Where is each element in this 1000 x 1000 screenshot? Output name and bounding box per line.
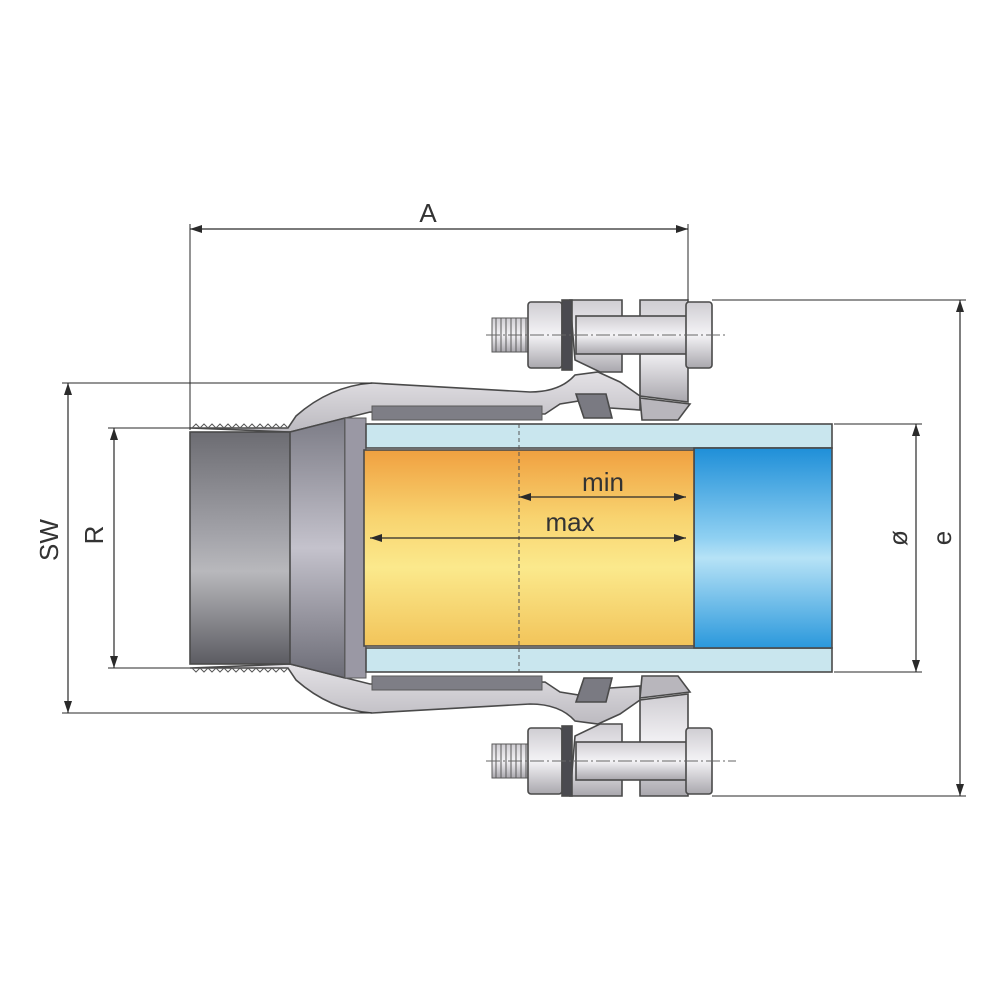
dimension-R: R [79, 427, 190, 669]
inner-pipe [363, 449, 695, 647]
dimension-SW: SW [34, 382, 372, 714]
label-diameter: ø [883, 530, 913, 546]
dimension-min: min [519, 467, 686, 501]
fitting-body [189, 371, 641, 725]
dimension-A: A [189, 198, 689, 430]
label-min: min [582, 467, 624, 497]
dimension-diameter: ø [834, 423, 922, 673]
lower-bolt [486, 725, 736, 797]
upper-bolt [486, 299, 728, 371]
label-A: A [419, 198, 437, 228]
socket-bore [189, 416, 367, 680]
outer-pipe [365, 423, 833, 673]
label-R: R [79, 526, 109, 545]
dimension-max: max [370, 507, 686, 542]
label-e: e [927, 531, 957, 545]
label-max: max [545, 507, 594, 537]
dimension-e: e [712, 299, 966, 797]
label-SW: SW [34, 519, 64, 561]
